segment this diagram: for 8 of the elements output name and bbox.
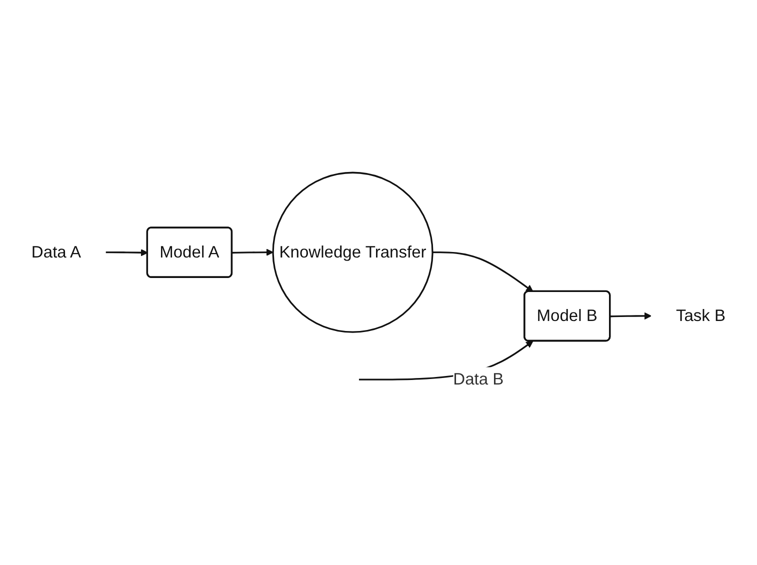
node-text: Task B [676, 307, 726, 326]
arrow [610, 312, 652, 320]
arrow [106, 249, 148, 256]
arrow [232, 248, 274, 256]
edge-label: Data B [453, 370, 504, 389]
arrow [432, 252, 534, 292]
node-circle: Knowledge Transfer [272, 172, 434, 334]
node-text: Data A [31, 243, 82, 262]
